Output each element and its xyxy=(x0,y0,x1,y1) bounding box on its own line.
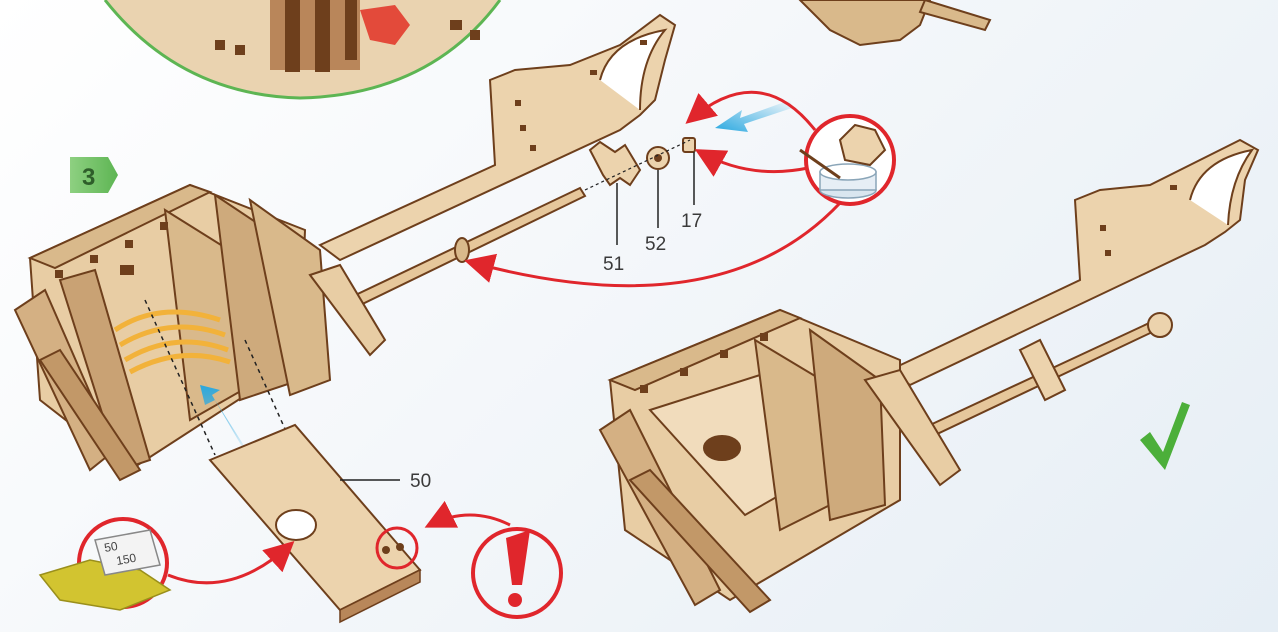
plate-hole xyxy=(276,510,316,540)
exclamation-icon xyxy=(506,530,530,607)
part-52-gear: 52 xyxy=(645,147,669,255)
zoom-detail-circle xyxy=(105,0,500,98)
part-label-17: 17 xyxy=(681,211,702,232)
parts-direction-arrow xyxy=(715,100,792,132)
part-51-clip: 51 xyxy=(590,142,640,275)
warning-callout xyxy=(377,515,561,617)
sandpaper-callout: 50 150 xyxy=(40,519,290,610)
step-badge: 3 xyxy=(70,157,118,193)
part-label-50: 50 xyxy=(410,471,431,492)
check-icon xyxy=(1140,402,1190,470)
part-label-51: 51 xyxy=(603,254,624,275)
grit-top: 50 xyxy=(103,539,119,555)
part-17-spacer: 17 xyxy=(681,138,702,232)
part-50-plate: 50 xyxy=(210,425,431,622)
part-label-52: 52 xyxy=(645,234,666,255)
step-number: 3 xyxy=(82,164,95,191)
gear-fragment-top xyxy=(800,0,990,45)
